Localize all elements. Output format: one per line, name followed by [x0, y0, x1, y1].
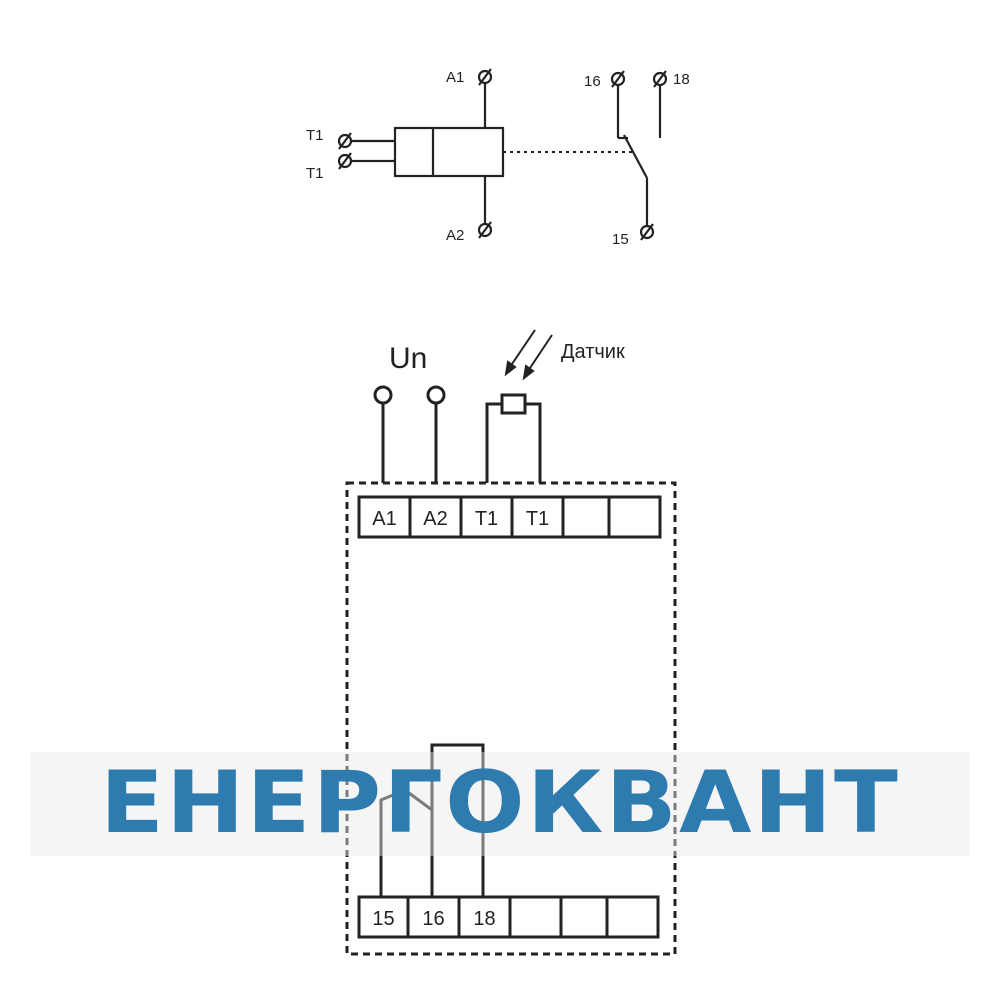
- terminal-a1-icon: [477, 68, 493, 86]
- bottom-cell-2: 16: [422, 908, 444, 930]
- internal-contact: [379, 743, 485, 897]
- terminal-15-icon: [639, 223, 655, 241]
- supply-terminal-left-icon: [373, 385, 393, 405]
- bottom-terminal-labels: 15 16 18: [372, 908, 495, 930]
- label-16: 16: [584, 73, 601, 90]
- top-terminal-labels: A1 A2 T1 T1: [372, 508, 549, 530]
- sensor: [485, 393, 542, 483]
- top-cell-3: T1: [475, 508, 498, 530]
- terminal-t1-upper-icon: [337, 132, 353, 150]
- sensor-element-icon: [500, 393, 527, 415]
- top-cell-1: A1: [372, 508, 396, 530]
- device-housing: [345, 481, 677, 956]
- label-a2: A2: [446, 227, 464, 244]
- top-cell-2: A2: [423, 508, 447, 530]
- label-t1-lower: T1: [306, 165, 324, 182]
- sensor-label: Датчик: [561, 341, 625, 363]
- watermark-text: ЕНЕРГОКВАНТ: [100, 753, 900, 853]
- relay-schematic: [345, 77, 662, 230]
- bottom-cell-1: 15: [372, 908, 394, 930]
- top-terminal-row: [357, 495, 662, 539]
- terminal-16-icon: [610, 70, 626, 88]
- terminal-18-icon: [652, 70, 668, 88]
- top-cell-4: T1: [526, 508, 549, 530]
- supply-wires: [373, 385, 446, 483]
- light-arrows-icon: [504, 329, 553, 381]
- label-t1-upper: T1: [306, 127, 324, 144]
- supply-label: Un: [389, 342, 427, 375]
- relay-coil: [393, 126, 505, 178]
- label-15: 15: [612, 231, 629, 248]
- terminal-a2-icon: [477, 221, 493, 239]
- terminal-t1-lower-icon: [337, 152, 353, 170]
- bottom-terminal-row: [357, 895, 660, 939]
- terminal-screws: [337, 68, 668, 241]
- contact-15-blade: [623, 134, 648, 179]
- bottom-cell-3: 18: [473, 908, 495, 930]
- supply-terminal-right-icon: [426, 385, 446, 405]
- watermark-band: [30, 752, 970, 856]
- label-18: 18: [673, 71, 690, 88]
- label-a1: A1: [446, 69, 464, 86]
